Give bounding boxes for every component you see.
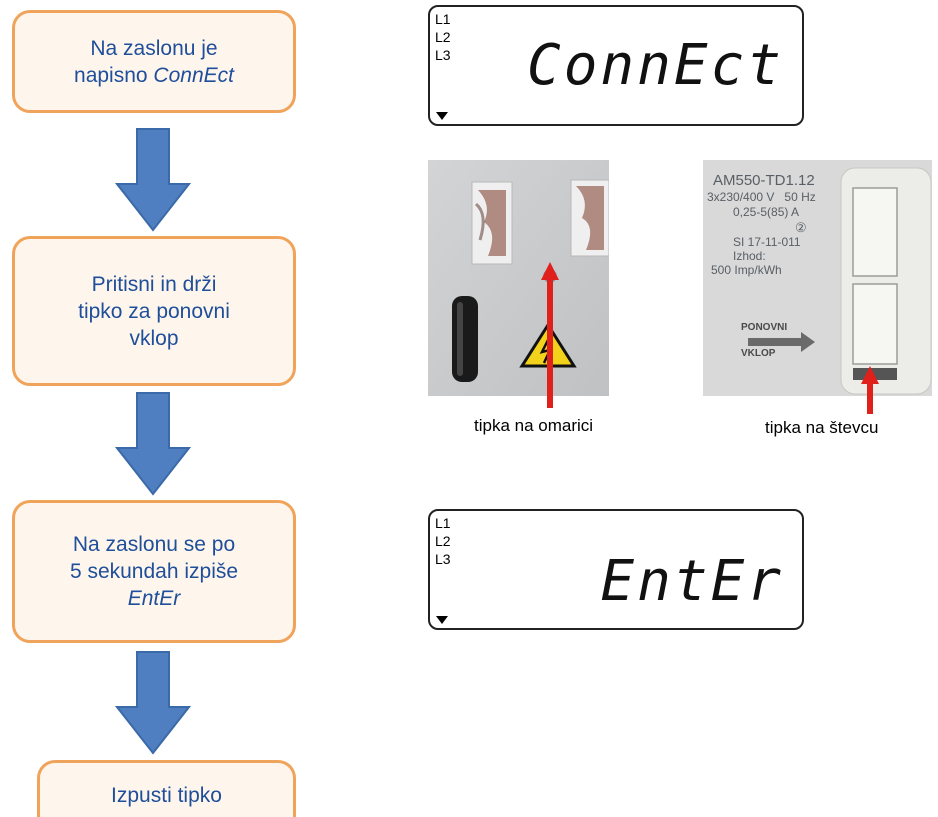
phase-labels: L1 L2 L3 — [435, 514, 451, 568]
flow-arrow-3 — [115, 651, 191, 755]
meter-button-label-2: VKLOP — [741, 348, 776, 359]
meter-button-label-1: PONOVNI — [741, 322, 788, 333]
down-triangle-icon — [436, 112, 448, 120]
meter-current: 0,25-5(85) A — [733, 205, 800, 219]
flow-arrow-1 — [115, 128, 191, 232]
phase-label-l2: L2 — [435, 29, 451, 45]
meter-button-label: PONOVNI VKLOP — [741, 322, 787, 360]
step-1-line-2-prefix: napisno — [74, 63, 154, 87]
step-2-line-3: vklop — [129, 326, 179, 350]
meter-output-label: Izhod: — [733, 249, 766, 263]
step-1-line-2-em: ConnEct — [153, 63, 234, 87]
lcd-display-connect: L1 L2 L3 ConnEct — [428, 5, 804, 126]
meter-output-value: 500 Imp/kWh — [711, 263, 782, 277]
step-3-line-3: EntEr — [127, 587, 181, 610]
step-1-box: Na zaslonu je napisno ConnEct — [12, 10, 296, 113]
caption-cabinet-button: tipka na omarici — [474, 416, 594, 435]
step-2-line-1: Pritisni in drži — [91, 272, 217, 296]
meter-rating: 3x230/400 V 50 Hz — [707, 190, 816, 204]
phase-label-l2: L2 — [435, 533, 451, 549]
pointer-arrow-meter — [861, 366, 879, 414]
meter-reset-button — [853, 368, 897, 380]
lcd-display-enter: L1 L2 L3 EntEr — [428, 509, 804, 630]
step-3-line-2: 5 sekundah izpiše — [69, 560, 239, 583]
phase-label-l1: L1 — [435, 11, 451, 27]
step-1-line-2: napisno ConnEct — [74, 62, 234, 89]
lcd-text-connect: ConnEct — [526, 33, 784, 98]
caption-meter-button: tipka na števcu — [765, 418, 879, 437]
meter-photo-background — [703, 160, 932, 396]
down-triangle-icon — [436, 616, 448, 624]
cabinet-photo — [428, 160, 609, 396]
step-4-box: Izpusti tipko — [37, 760, 296, 817]
meter-nameplate: AM550-TD1.12 3x230/400 V 50 Hz 0,25-5(85… — [707, 172, 816, 277]
step-3-box: Na zaslonu se po 5 sekundah izpiše EntEr — [12, 500, 296, 643]
step-3-text: Na zaslonu se po 5 sekundah izpiše EntEr — [70, 531, 238, 612]
pointer-arrow-cabinet — [541, 262, 559, 408]
seal-left — [471, 181, 513, 265]
step-3-line-1: Na zaslonu se po — [72, 533, 236, 556]
phase-label-l3: L3 — [435, 47, 451, 63]
meter-approval: SI 17-11-011 — [733, 235, 801, 249]
step-1-line-1: Na zaslonu je — [90, 36, 218, 60]
step-1-text: Na zaslonu je napisno ConnEct — [74, 35, 234, 89]
meter-photo: AM550-TD1.12 3x230/400 V 50 Hz 0,25-5(85… — [703, 160, 932, 396]
meter-model: AM550-TD1.12 — [713, 172, 815, 189]
phase-label-l3: L3 — [435, 551, 451, 567]
step-2-box: Pritisni in drži tipko za ponovni vklop — [12, 236, 296, 386]
phase-label-l1: L1 — [435, 515, 451, 531]
flow-arrow-2 — [115, 392, 191, 496]
lcd-text-enter: EntEr — [600, 549, 784, 614]
step-4-text: Izpusti tipko — [111, 783, 222, 807]
seal-right — [570, 179, 609, 257]
phase-labels: L1 L2 L3 — [435, 10, 451, 64]
cabinet-photo-illustration — [428, 160, 609, 396]
cabinet-handle — [452, 296, 478, 382]
step-2-text: Pritisni in drži tipko za ponovni vklop — [78, 271, 230, 352]
meter-class-mark: ② — [795, 220, 807, 235]
step-2-line-2: tipko za ponovni — [78, 299, 230, 323]
